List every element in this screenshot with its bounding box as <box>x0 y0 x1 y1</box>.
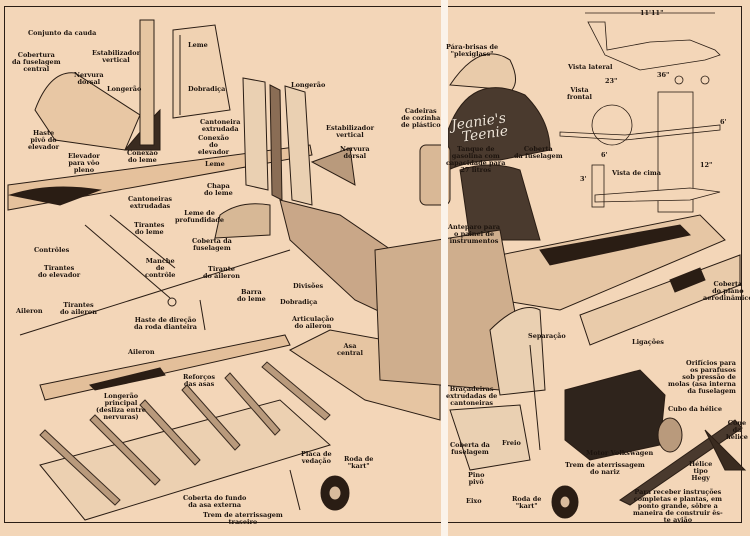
label-fuselage-cover-2: Coberta da fuselagem <box>514 145 563 160</box>
label-outer-wing-bottom: Coberta do fundo da asa externa <box>183 494 247 509</box>
label-extruded-angles: Cantoneiras extrudadas <box>128 195 173 210</box>
label-fuselage-cover-3: Coberta da fuselagem <box>450 441 490 456</box>
label-rudder-bar: Barra do leme <box>237 288 266 303</box>
label-tail-assembly: Conjunto da cauda <box>28 29 97 37</box>
label-airfoil-cover: Coberta do plano aerodinâmico <box>703 280 750 302</box>
label-elevator-connection: Conexão do elevador <box>198 134 230 156</box>
outer-wing-drawing <box>39 399 331 521</box>
label-rudder-cables: Tirantes do leme <box>134 221 165 236</box>
engine-drawing <box>564 369 666 461</box>
dimension-chord: 6' <box>720 118 727 126</box>
label-bulkheads: Divisões <box>293 282 324 290</box>
label-aileron-hinge: Articulação do aileron <box>292 315 334 330</box>
label-aileron-cables: Tirantes do aileron <box>60 301 97 316</box>
dimension-wheel-base: 36" <box>657 71 670 79</box>
label-dorsal-rib: Nervura dorsal <box>74 71 104 86</box>
label-chairs: Cadeiras de cozinha de plástico <box>401 107 441 129</box>
label-separation: Separação <box>528 332 566 340</box>
label-extruded-angle: Cantoneira extrudada <box>200 118 241 133</box>
instructions-note: Para receber instruções completas e plan… <box>633 488 723 524</box>
label-nose-gear: Trem de aterrissagem do nariz <box>565 461 645 476</box>
label-tail-gear: Trem de aterrissagem traseiro <box>203 511 283 526</box>
label-main-spar: Longerão principal (desliza entre nervur… <box>96 392 146 421</box>
label-center-wing: Asa central <box>337 342 363 357</box>
label-aileron-cable: Tirante do aileron <box>203 265 240 280</box>
dimension-length: 11'11" <box>640 9 664 17</box>
label-elevator-pivot: Haste pivô do elevador <box>28 129 60 151</box>
label-prop-hub: Cubo da hélice <box>668 405 722 413</box>
label-front-view: Vista frontal <box>567 86 592 101</box>
label-vertical-stabilizer: Estabilizador vertical <box>92 49 140 64</box>
label-kart-wheel: Roda de "kart" <box>344 455 374 470</box>
label-seal-plate: Placa de vedação <box>301 450 332 465</box>
label-pivot-pin: Pino pivô <box>468 471 485 486</box>
three-view-drawing <box>559 12 721 213</box>
vertical-fin-drawing <box>139 19 231 146</box>
label-rudder-connection: Conexão do leme <box>127 149 158 164</box>
label-windshield: Pára-brisas de "plexiglass" <box>446 43 499 58</box>
label-spar: Longerão <box>107 85 142 93</box>
label-full-flight-elevator: Elevador para vôo pleno <box>68 152 100 174</box>
label-fuel-tank: Tanque de gasolina com capacidade para 2… <box>446 145 506 174</box>
label-axle: Eixo <box>466 497 482 505</box>
label-elevator-cables: Tirantes do elevador <box>38 264 81 279</box>
label-top-view: Vista de cima <box>612 169 661 177</box>
label-spar-2: Longerão <box>291 81 326 89</box>
label-elevator: Leme de profundidade <box>175 209 225 224</box>
cowling-drawing <box>447 87 551 171</box>
label-kart-wheel-2: Roda de "kart" <box>512 495 542 510</box>
label-nose-wheel-steering: Haste de direção da roda dianteira <box>134 316 197 331</box>
label-vertical-stabilizer-2: Estabilizador vertical <box>326 124 374 139</box>
label-aileron: Aileron <box>16 307 43 315</box>
label-hinge-2: Dobradiça <box>280 298 318 306</box>
label-rudder: Leme <box>188 41 208 49</box>
label-brake: Freio <box>502 439 521 447</box>
label-fuselage-cover: Coberta da fuselagem <box>192 237 232 252</box>
controls-drawing <box>19 214 291 336</box>
label-dorsal-rib-2: Nervura dorsal <box>340 145 370 160</box>
page-tear <box>441 0 448 536</box>
dimension-tread: 23" <box>605 77 618 85</box>
label-side-view: Vista lateral <box>568 63 613 71</box>
label-extruded-clamps: Braçadeiras extrudadas de cantoneiras <box>446 385 498 407</box>
label-wing-ribs: Reforços das asas <box>183 373 216 388</box>
label-aileron-2: Aileron <box>128 348 155 356</box>
label-links: Ligações <box>632 338 664 346</box>
dimension-tail-width: 12" <box>700 161 713 169</box>
label-instrument-panel: Anteparo para o painel de instrumentos <box>448 223 501 245</box>
label-rudder-plate: Chapa do leme <box>204 182 233 197</box>
label-rudder-2: Leme <box>205 160 225 168</box>
label-spinner: Cone da hélice <box>726 419 748 441</box>
label-center-fuselage-cover: Cobertura da fuselagem central <box>12 51 61 73</box>
label-spring-bolts: Orifícios para os parafusos sob pressão … <box>668 359 736 395</box>
label-control-stick: Manche de contrôle <box>145 257 176 279</box>
page-frame <box>4 6 742 523</box>
label-hinge: Dobradiça <box>188 85 226 93</box>
aileron-drawing <box>39 334 291 401</box>
label-engine: Motor Volkswagen <box>586 449 654 457</box>
label-propeller: Hélice tipo Hegy <box>689 460 713 482</box>
dimension-span: 6' <box>601 151 608 159</box>
dimension-tail-span: 3' <box>580 175 587 183</box>
label-controls: Contrôles <box>34 246 70 254</box>
